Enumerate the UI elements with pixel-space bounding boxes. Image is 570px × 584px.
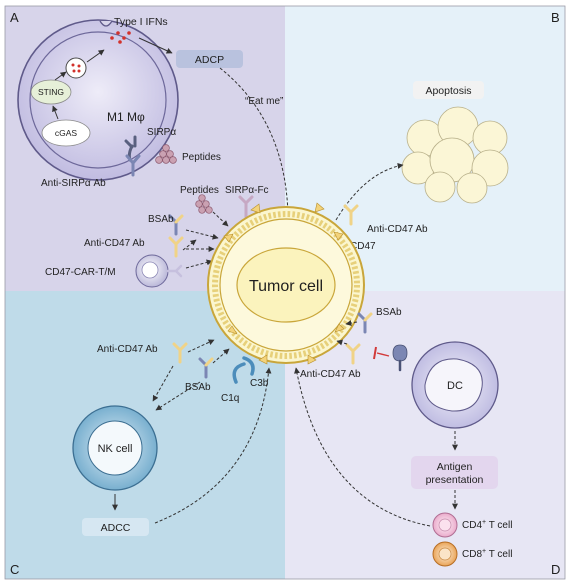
cd4-t-cell xyxy=(432,512,458,538)
figure-border xyxy=(4,5,566,580)
bsab-c-icon xyxy=(198,357,214,379)
antigen-presentation-box xyxy=(411,456,498,489)
tumor-cell-label: Tumor cell xyxy=(249,278,323,295)
antigen-presentation-line2: presentation xyxy=(426,474,484,486)
sting-node xyxy=(30,79,72,105)
cd47-label: CD47 xyxy=(350,241,376,252)
bsab-left-label: BSAb xyxy=(148,214,174,225)
dc-sirpa-receptor-icon xyxy=(392,344,408,372)
adcp-to-tumor-arrow xyxy=(219,67,291,215)
adcc-box xyxy=(82,518,149,536)
nk-cell xyxy=(72,405,158,491)
bsab-d-label: BSAb xyxy=(376,307,402,318)
adcc-to-tumor-arrow xyxy=(154,367,272,524)
anti-cd47-ab-left-label: Anti-CD47 Ab xyxy=(84,238,145,249)
cd4-t-cell-label: CD4+ T cell xyxy=(462,519,512,531)
adcp-box xyxy=(176,50,243,68)
cd8-t-cell-label: CD8+ T cell xyxy=(462,548,512,560)
arrow-cgas-to-sting xyxy=(52,105,59,120)
c3b-label: C3b xyxy=(250,378,269,389)
anti-cd47-ab-b-icon xyxy=(343,204,359,226)
bsab-left-icon xyxy=(168,214,184,236)
peptides-center-icon xyxy=(195,194,213,214)
ifn-vesicle-icon xyxy=(65,57,87,79)
sirpa-fc-icon xyxy=(238,195,254,219)
bsab-d-icon xyxy=(357,312,373,334)
arrow-sting-to-vesicle xyxy=(54,71,67,81)
type1-ifns-label: Type I IFNs xyxy=(114,16,168,28)
anti-cd47-ab-c-icon xyxy=(172,342,188,364)
anti-sirpa-ab-label: Anti-SIRPα Ab xyxy=(41,178,106,189)
anti-cd47-ab-b-label: Anti-CD47 Ab xyxy=(367,224,428,235)
antigen-presentation-line1: Antigen xyxy=(437,461,473,473)
peptides-center-label: Peptides xyxy=(180,185,219,196)
anti-cd47-ab-d-label: Anti-CD47 Ab xyxy=(300,369,361,380)
sirpa-label: SIRPα xyxy=(147,127,176,138)
panel-label-b: B xyxy=(551,10,560,25)
car-label: CD47-CAR-T/M xyxy=(45,267,116,278)
cd8-t-cell xyxy=(432,541,458,567)
panel-label-d: D xyxy=(551,562,560,577)
dashed-arrows-d xyxy=(336,320,358,346)
tumor-cell xyxy=(207,206,365,364)
cd47-marker-icon xyxy=(223,202,345,365)
dashed-arrows-c xyxy=(152,339,230,411)
sting-label: STING xyxy=(38,87,64,97)
ifn-dots-icon xyxy=(110,31,131,44)
arrow-vesicle-to-ifn xyxy=(86,49,105,63)
adcc-label: ADCC xyxy=(101,522,131,534)
peptides-cluster-icon xyxy=(155,144,177,164)
inhibition-arrow xyxy=(376,352,390,357)
tcell-to-tumor-arrow xyxy=(294,367,431,527)
dc-cell xyxy=(411,341,499,429)
complement-icon xyxy=(232,356,255,384)
dc-label: DC xyxy=(447,380,463,392)
adcp-label: ADCP xyxy=(195,54,224,66)
anti-cd47-ab-left-icon xyxy=(168,236,184,258)
cgas-label: cGAS xyxy=(55,128,78,138)
bsab-c-label: BSAb xyxy=(185,382,211,393)
nk-cell-label: NK cell xyxy=(98,443,133,455)
arrow-ifn-to-adcp xyxy=(138,37,173,54)
sirpa-fc-label: SIRPα-Fc xyxy=(225,185,269,196)
tumor-to-apoptosis-arrow xyxy=(335,163,404,221)
panel-label-c: C xyxy=(10,562,19,577)
c1q-label: C1q xyxy=(221,393,239,404)
cgas-node xyxy=(41,119,91,147)
panel-label-a: A xyxy=(10,10,19,25)
inhibition-bar xyxy=(373,346,377,360)
apoptosis-box xyxy=(413,81,484,99)
anti-cd47-ab-d-icon xyxy=(345,343,361,365)
m1-macrophage-label: M1 Mφ xyxy=(107,110,145,124)
peptides-a-label: Peptides xyxy=(182,152,221,163)
anti-cd47-ab-c-label: Anti-CD47 Ab xyxy=(97,344,158,355)
anti-sirpa-antibody-icon xyxy=(125,154,141,177)
eat-me-label: “Eat me” xyxy=(245,96,283,107)
apoptosis-label: Apoptosis xyxy=(425,85,471,97)
apoptotic-body-icon xyxy=(401,106,509,204)
car-cell-icon xyxy=(135,254,183,288)
